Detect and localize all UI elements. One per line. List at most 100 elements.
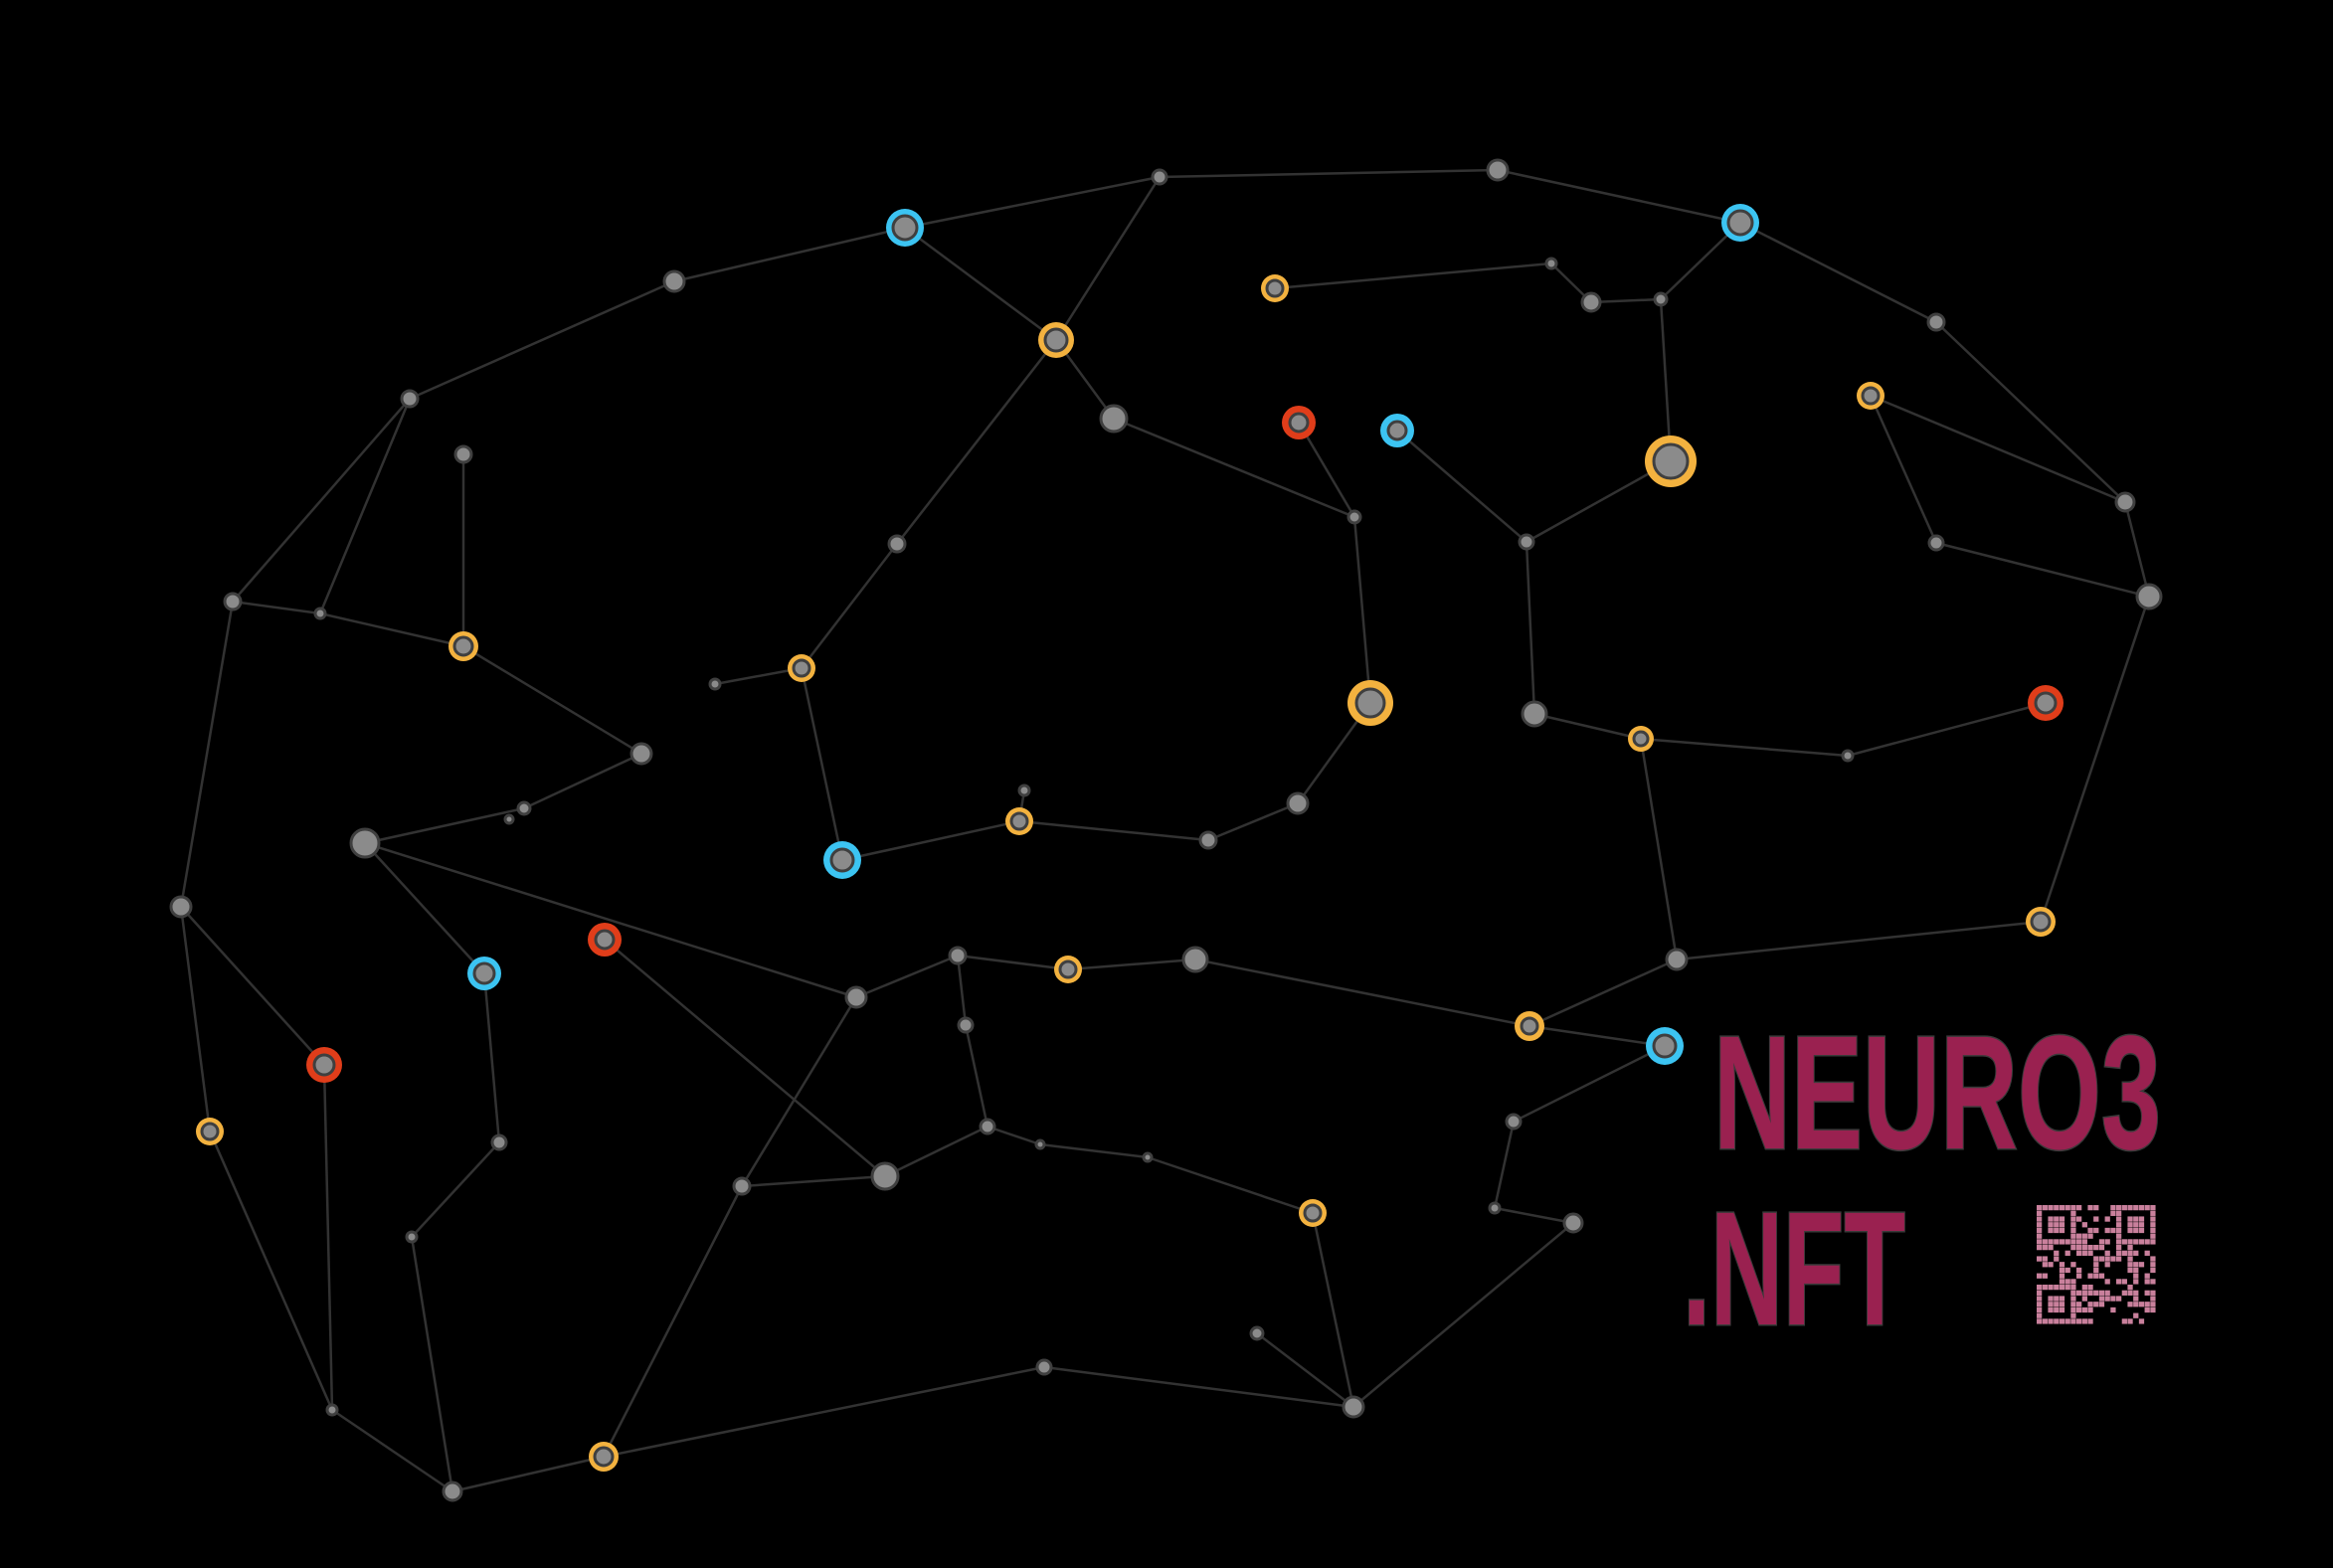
graph-node bbox=[1181, 946, 1209, 973]
graph-edge bbox=[1396, 430, 1527, 543]
graph-edge bbox=[1352, 516, 1372, 704]
qr-module bbox=[2087, 1290, 2093, 1296]
qr-module bbox=[2064, 1250, 2070, 1256]
node-body bbox=[223, 592, 243, 611]
qr-module bbox=[2138, 1262, 2145, 1268]
qr-module bbox=[2064, 1205, 2070, 1211]
graph-edge bbox=[364, 841, 857, 999]
graph-edge bbox=[896, 339, 1057, 545]
qr-module bbox=[2133, 1239, 2139, 1245]
graph-edge bbox=[1870, 394, 2126, 504]
graph-edge bbox=[2123, 501, 2151, 598]
node-body bbox=[325, 1403, 339, 1417]
graph-node bbox=[732, 1176, 752, 1196]
graph-edge bbox=[987, 1125, 1041, 1146]
qr-module bbox=[2150, 1279, 2156, 1285]
qr-module bbox=[2070, 1302, 2076, 1307]
graph-edges-layer bbox=[179, 168, 2151, 1493]
graph-edge bbox=[331, 1408, 453, 1493]
graph-edge bbox=[602, 1185, 744, 1458]
graph-edge bbox=[462, 644, 642, 756]
qr-module bbox=[2150, 1302, 2156, 1307]
graph-node-ringed bbox=[467, 957, 501, 990]
qr-module bbox=[2081, 1233, 2087, 1239]
qr-module bbox=[2121, 1318, 2127, 1324]
qr-module bbox=[2070, 1233, 2076, 1239]
qr-module bbox=[2070, 1307, 2076, 1313]
qr-module bbox=[2127, 1205, 2133, 1211]
qr-module bbox=[2127, 1216, 2133, 1222]
qr-module bbox=[2116, 1250, 2122, 1256]
graph-node bbox=[1034, 1138, 1046, 1150]
qr-module bbox=[2121, 1205, 2127, 1211]
graph-edge bbox=[410, 1236, 454, 1492]
graph-edge bbox=[1640, 737, 1849, 758]
node-body bbox=[2135, 583, 2163, 610]
qr-module bbox=[2054, 1205, 2060, 1211]
graph-edge bbox=[451, 1455, 605, 1493]
graph-edge bbox=[318, 398, 412, 614]
qr-module bbox=[2150, 1267, 2156, 1274]
qr-module bbox=[2037, 1273, 2043, 1279]
qr-module bbox=[2127, 1227, 2133, 1234]
graph-node bbox=[1544, 257, 1558, 270]
graph-edge bbox=[1207, 801, 1299, 842]
qr-module bbox=[2070, 1210, 2076, 1216]
qr-module bbox=[2054, 1318, 2060, 1324]
qr-module bbox=[2037, 1307, 2043, 1313]
qr-module bbox=[2076, 1318, 2082, 1324]
qr-module bbox=[2059, 1279, 2065, 1285]
qr-module bbox=[2054, 1227, 2060, 1234]
graph-edge bbox=[1659, 298, 1673, 462]
qr-module bbox=[2127, 1239, 2133, 1245]
node-body bbox=[2034, 691, 2058, 715]
qr-module bbox=[2133, 1222, 2139, 1228]
graph-edge bbox=[482, 972, 501, 1143]
graph-node bbox=[169, 895, 193, 919]
qr-module bbox=[2059, 1285, 2065, 1291]
node-body bbox=[732, 1176, 752, 1196]
node-body bbox=[1303, 1203, 1323, 1223]
graph-edge bbox=[319, 611, 464, 648]
qr-module bbox=[2104, 1227, 2110, 1234]
qr-module bbox=[2098, 1239, 2105, 1245]
qr-module bbox=[2059, 1318, 2065, 1324]
graph-edge bbox=[673, 226, 906, 283]
graph-node bbox=[1518, 533, 1535, 551]
brand-wordmark-line1: NEURO3 bbox=[1713, 1001, 2161, 1183]
qr-module bbox=[2054, 1296, 2060, 1302]
graph-edge bbox=[1256, 1332, 1354, 1408]
qr-module bbox=[2037, 1302, 2043, 1307]
qr-module bbox=[2093, 1267, 2099, 1274]
qr-module bbox=[2042, 1285, 2048, 1291]
node-body bbox=[200, 1122, 220, 1141]
node-body bbox=[891, 214, 919, 242]
graph-edge bbox=[409, 279, 675, 401]
qr-module bbox=[2121, 1250, 2127, 1256]
qr-module bbox=[2133, 1312, 2139, 1318]
graph-node bbox=[490, 1133, 508, 1151]
qr-module bbox=[2138, 1239, 2145, 1245]
node-body bbox=[453, 444, 473, 464]
qr-module bbox=[2144, 1279, 2150, 1285]
qr-module bbox=[2104, 1239, 2110, 1245]
graph-edge bbox=[604, 939, 886, 1177]
qr-module bbox=[2081, 1318, 2087, 1324]
qr-module bbox=[2070, 1216, 2076, 1222]
qr-module bbox=[2110, 1210, 2116, 1216]
qr-module bbox=[2059, 1227, 2065, 1234]
qr-module bbox=[2076, 1239, 2082, 1245]
qr-module bbox=[2150, 1290, 2156, 1296]
qr-module bbox=[2076, 1205, 2082, 1211]
qr-module bbox=[2127, 1256, 2133, 1262]
qr-module bbox=[2150, 1205, 2156, 1211]
graph-edge bbox=[1847, 701, 2047, 758]
graph-node-ringed bbox=[196, 1118, 224, 1145]
graph-node bbox=[1099, 404, 1129, 434]
node-body bbox=[1486, 158, 1510, 182]
qr-module bbox=[2133, 1273, 2139, 1279]
node-body bbox=[593, 1446, 615, 1468]
qr-module bbox=[2144, 1239, 2150, 1245]
qr-module bbox=[2087, 1250, 2093, 1256]
qr-module bbox=[2048, 1245, 2054, 1251]
